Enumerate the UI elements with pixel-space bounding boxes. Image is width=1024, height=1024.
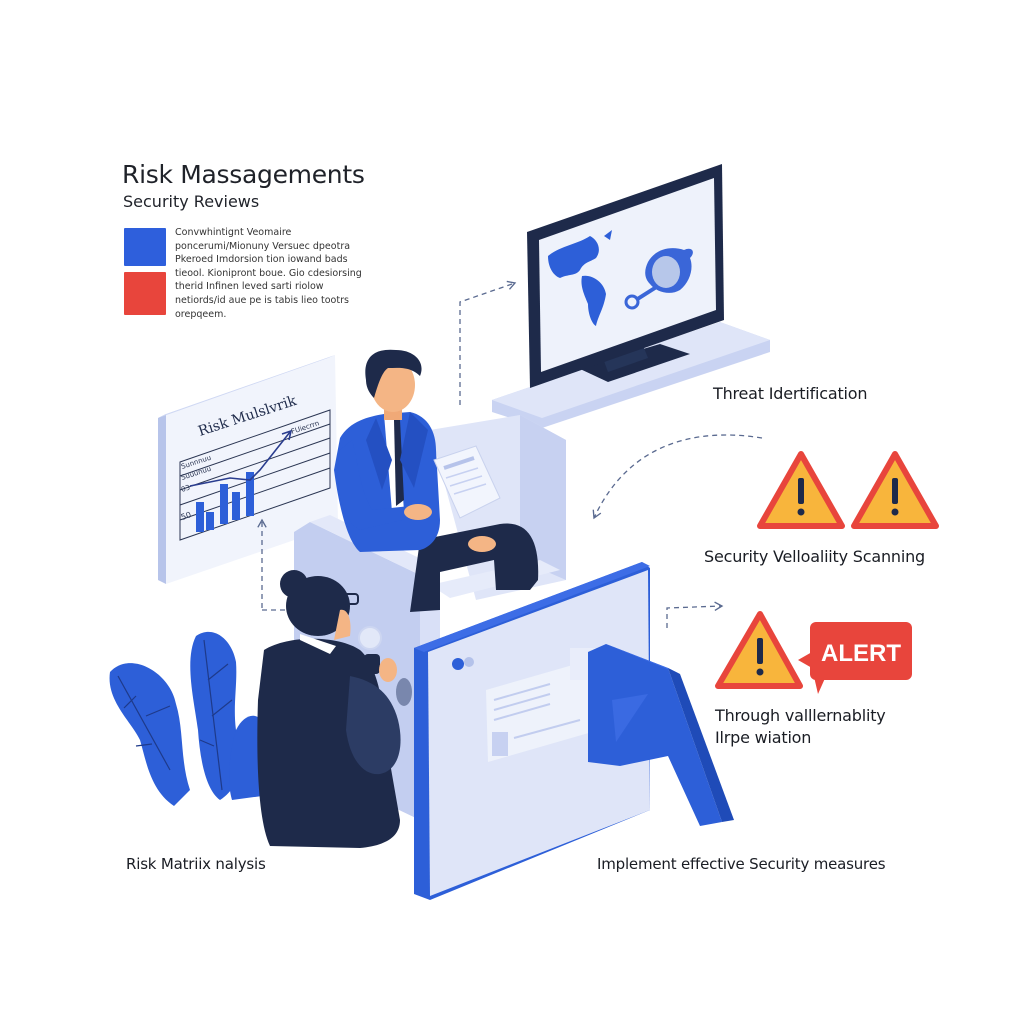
cursor-pointer-shape — [588, 644, 734, 826]
warning-icon — [715, 611, 803, 689]
woman-with-magnifier-figure — [257, 570, 412, 848]
warning-icon — [757, 451, 845, 529]
label-threat-identification: Threat Idertification — [713, 384, 868, 403]
dashed-connectors — [257, 280, 763, 628]
monitor-with-world-map — [492, 164, 770, 428]
label-alert-line2: Ilrpe wiation — [715, 728, 812, 747]
svg-text:50: 50 — [180, 510, 192, 522]
alert-text: ALERT — [821, 640, 901, 667]
alert-badge: ALERT — [798, 622, 912, 694]
svg-text:03: 03 — [180, 484, 191, 494]
label-risk-matrix-analysis: Risk Matriix nalysis — [126, 855, 266, 873]
label-implement-measures: Implement effective Security measures — [597, 855, 886, 873]
risk-matrix-board: Risk Mulslvrik Sunnnuu Suuunuu 03 50 FUi… — [158, 355, 338, 584]
label-alert-line1: Through valllernablity — [715, 706, 886, 725]
legend-swatch-red — [124, 272, 166, 315]
label-vulnerability-scanning: Security Velloaliity Scanning — [704, 547, 925, 566]
legend-swatch-blue — [124, 228, 166, 266]
front-panel-display — [414, 562, 650, 900]
page-subtitle: Security Reviews — [123, 192, 260, 211]
page-title: Risk Massagements — [122, 160, 365, 189]
seated-man-figure — [334, 349, 539, 612]
decorative-plants — [109, 631, 266, 806]
legend-description: Convwhintignt Veomaire poncerumi/Mionuny… — [175, 227, 362, 320]
warning-icon — [851, 451, 939, 529]
